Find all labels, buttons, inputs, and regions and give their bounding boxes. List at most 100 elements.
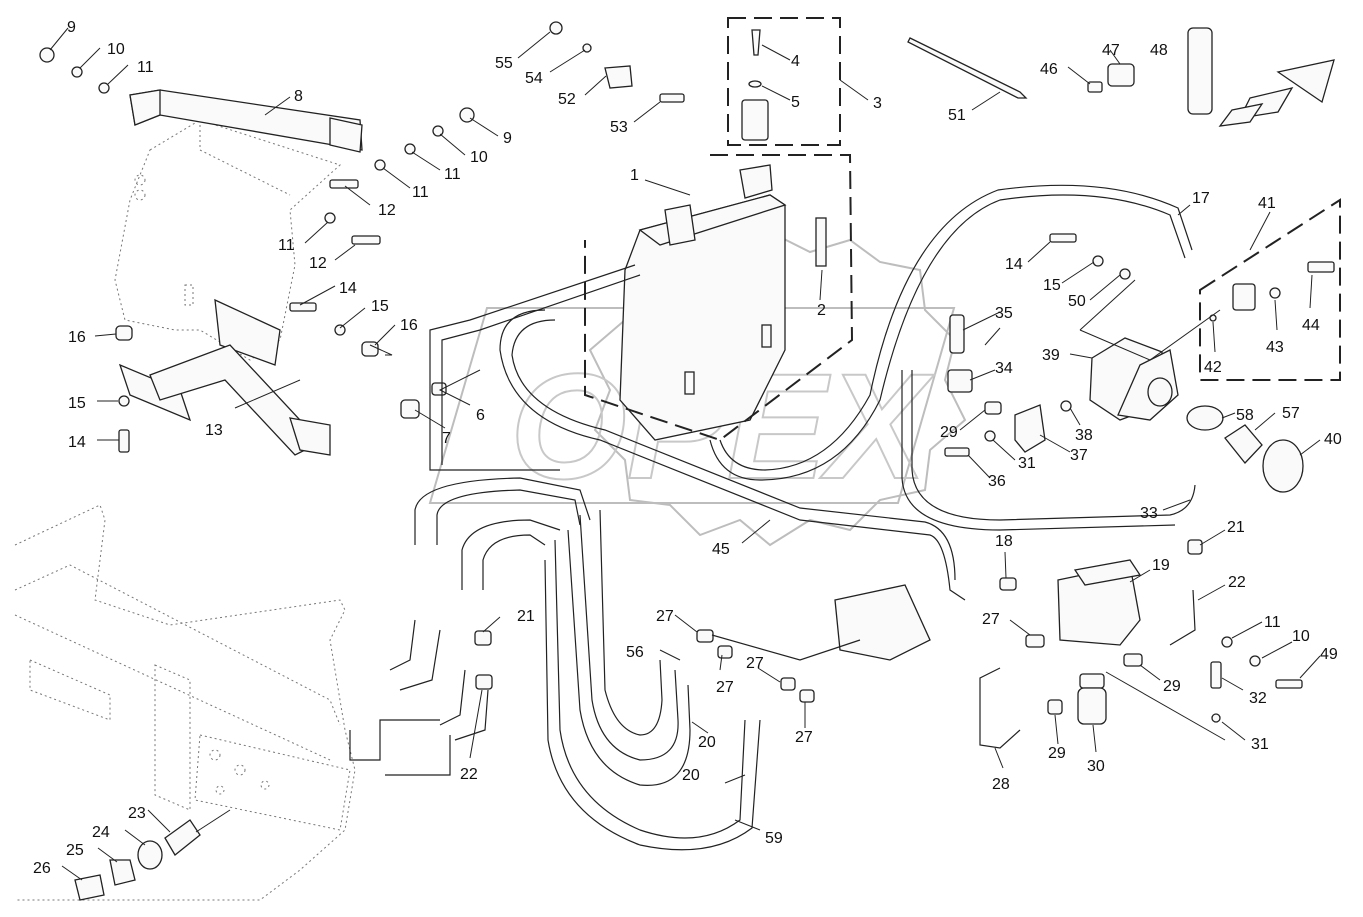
callout-2: 2 bbox=[817, 302, 826, 319]
group-1-outline bbox=[584, 154, 854, 442]
part-5-cap bbox=[741, 29, 769, 141]
cab-housing bbox=[114, 119, 341, 361]
callout-11: 11 bbox=[412, 184, 429, 201]
callout-1: 1 bbox=[630, 167, 639, 184]
callout-34: 34 bbox=[995, 360, 1013, 377]
callout-50: 50 bbox=[1068, 293, 1086, 310]
callout-21: 21 bbox=[1227, 519, 1245, 536]
callout-9: 9 bbox=[503, 130, 512, 147]
callout-54: 54 bbox=[525, 70, 543, 87]
callout-31: 31 bbox=[1018, 455, 1036, 472]
part-22-tube bbox=[1169, 589, 1196, 646]
callout-16: 16 bbox=[400, 317, 418, 334]
callout-20: 20 bbox=[698, 734, 716, 751]
callout-10: 10 bbox=[470, 149, 488, 166]
direction-arrow-icon bbox=[1218, 59, 1335, 127]
callout-29: 29 bbox=[1163, 678, 1181, 695]
callout-55: 55 bbox=[495, 55, 513, 72]
callout-9: 9 bbox=[67, 19, 76, 36]
callout-29: 29 bbox=[1048, 745, 1066, 762]
control-valve-block bbox=[834, 584, 931, 661]
callout-11: 11 bbox=[1264, 614, 1281, 631]
callout-31: 31 bbox=[1251, 736, 1269, 753]
callout-12: 12 bbox=[378, 202, 396, 219]
hoses bbox=[349, 184, 1196, 851]
callout-39: 39 bbox=[1042, 347, 1060, 364]
callout-29: 29 bbox=[940, 424, 958, 441]
callout-15: 15 bbox=[1043, 277, 1061, 294]
callout-12: 12 bbox=[309, 255, 327, 272]
callout-15: 15 bbox=[68, 395, 86, 412]
callout-57: 57 bbox=[1282, 405, 1300, 422]
callout-10: 10 bbox=[1292, 628, 1310, 645]
callout-26: 26 bbox=[33, 860, 51, 877]
callout-33: 33 bbox=[1140, 505, 1158, 522]
callout-51: 51 bbox=[948, 107, 966, 124]
callout-14: 14 bbox=[1005, 256, 1023, 273]
callout-43: 43 bbox=[1266, 339, 1284, 356]
callout-27: 27 bbox=[656, 608, 674, 625]
callout-42: 42 bbox=[1204, 359, 1222, 376]
part-35-sensor bbox=[949, 314, 965, 354]
callout-16: 16 bbox=[68, 329, 86, 346]
callout-15: 15 bbox=[371, 298, 389, 315]
part-34-tee bbox=[947, 369, 973, 393]
callout-17: 17 bbox=[1192, 190, 1210, 207]
callout-14: 14 bbox=[68, 434, 86, 451]
callout-27: 27 bbox=[716, 679, 734, 696]
callout-48: 48 bbox=[1150, 42, 1168, 59]
part-37-block bbox=[1014, 404, 1046, 453]
callout-10: 10 bbox=[107, 41, 125, 58]
callout-labels: 9 10 11 8 9 10 11 11 12 11 12 55 54 52 5… bbox=[33, 19, 1342, 877]
machine-frame bbox=[14, 504, 356, 901]
callout-3: 3 bbox=[873, 95, 882, 112]
coupling-23-26 bbox=[74, 819, 201, 901]
part-47-46-nut bbox=[1087, 63, 1135, 93]
callout-22: 22 bbox=[460, 766, 478, 783]
callout-5: 5 bbox=[791, 94, 800, 111]
callout-11: 11 bbox=[278, 237, 295, 254]
part-48-sleeve bbox=[1187, 27, 1213, 115]
leader-lines bbox=[49, 27, 1321, 881]
callout-30: 30 bbox=[1087, 758, 1105, 775]
callout-21: 21 bbox=[517, 608, 535, 625]
callout-28: 28 bbox=[992, 776, 1010, 793]
part-13-support bbox=[118, 298, 331, 456]
part-30-filter bbox=[1077, 673, 1107, 725]
part-1-tank bbox=[619, 164, 827, 441]
bolts-and-washers bbox=[39, 21, 1335, 723]
callout-8: 8 bbox=[294, 88, 303, 105]
callout-13: 13 bbox=[205, 422, 223, 439]
callout-40: 40 bbox=[1324, 431, 1342, 448]
callout-24: 24 bbox=[92, 824, 110, 841]
callout-19: 19 bbox=[1152, 557, 1170, 574]
callout-32: 32 bbox=[1249, 690, 1267, 707]
callout-59: 59 bbox=[765, 830, 783, 847]
callout-4: 4 bbox=[791, 53, 800, 70]
callout-45: 45 bbox=[712, 541, 730, 558]
callout-7: 7 bbox=[442, 430, 451, 447]
callout-38: 38 bbox=[1075, 427, 1093, 444]
callout-35: 35 bbox=[995, 305, 1013, 322]
part-39-pump bbox=[1089, 337, 1304, 493]
callout-22: 22 bbox=[1228, 574, 1246, 591]
part-8-bracket bbox=[129, 89, 363, 153]
callout-46: 46 bbox=[1040, 61, 1058, 78]
callout-52: 52 bbox=[558, 91, 576, 108]
callout-11: 11 bbox=[444, 166, 461, 183]
callout-27: 27 bbox=[795, 729, 813, 746]
callout-20: 20 bbox=[682, 767, 700, 784]
callout-47: 47 bbox=[1102, 42, 1120, 59]
group-3-outline bbox=[727, 17, 841, 146]
part-28-tube bbox=[979, 667, 1021, 749]
callout-37: 37 bbox=[1070, 447, 1088, 464]
callout-41: 41 bbox=[1258, 195, 1276, 212]
callout-53: 53 bbox=[610, 119, 628, 136]
callout-14: 14 bbox=[339, 280, 357, 297]
callout-56: 56 bbox=[626, 644, 644, 661]
callout-25: 25 bbox=[66, 842, 84, 859]
callout-49: 49 bbox=[1320, 646, 1338, 663]
callout-44: 44 bbox=[1302, 317, 1320, 334]
callout-27: 27 bbox=[746, 655, 764, 672]
